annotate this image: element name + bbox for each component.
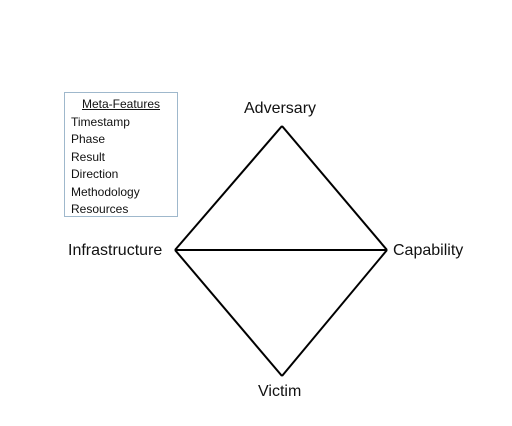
meta-features-list: Timestamp Phase Result Direction Methodo…	[71, 114, 177, 219]
node-adversary: Adversary	[244, 100, 317, 117]
meta-feature-item: Direction	[71, 167, 119, 181]
node-victim: Victim	[258, 383, 302, 400]
meta-feature-item: Phase	[71, 132, 106, 146]
meta-feature-item: Result	[71, 149, 106, 164]
meta-features-title: Meta-Features	[81, 97, 161, 111]
node-capability: Capability	[393, 242, 464, 259]
edge-capability-victim	[281, 249, 388, 377]
meta-features-box: Meta-Features Timestamp Phase Result Dir…	[64, 92, 178, 217]
node-infrastructure: Infrastructure	[68, 242, 163, 259]
edge-adversary-infrastructure	[174, 125, 283, 251]
edge-infrastructure-victim	[174, 249, 283, 377]
edge-adversary-capability	[281, 125, 388, 251]
meta-feature-item: Methodology	[71, 184, 140, 199]
meta-feature-item: Resources	[71, 202, 129, 216]
meta-feature-item: Timestamp	[71, 114, 130, 129]
